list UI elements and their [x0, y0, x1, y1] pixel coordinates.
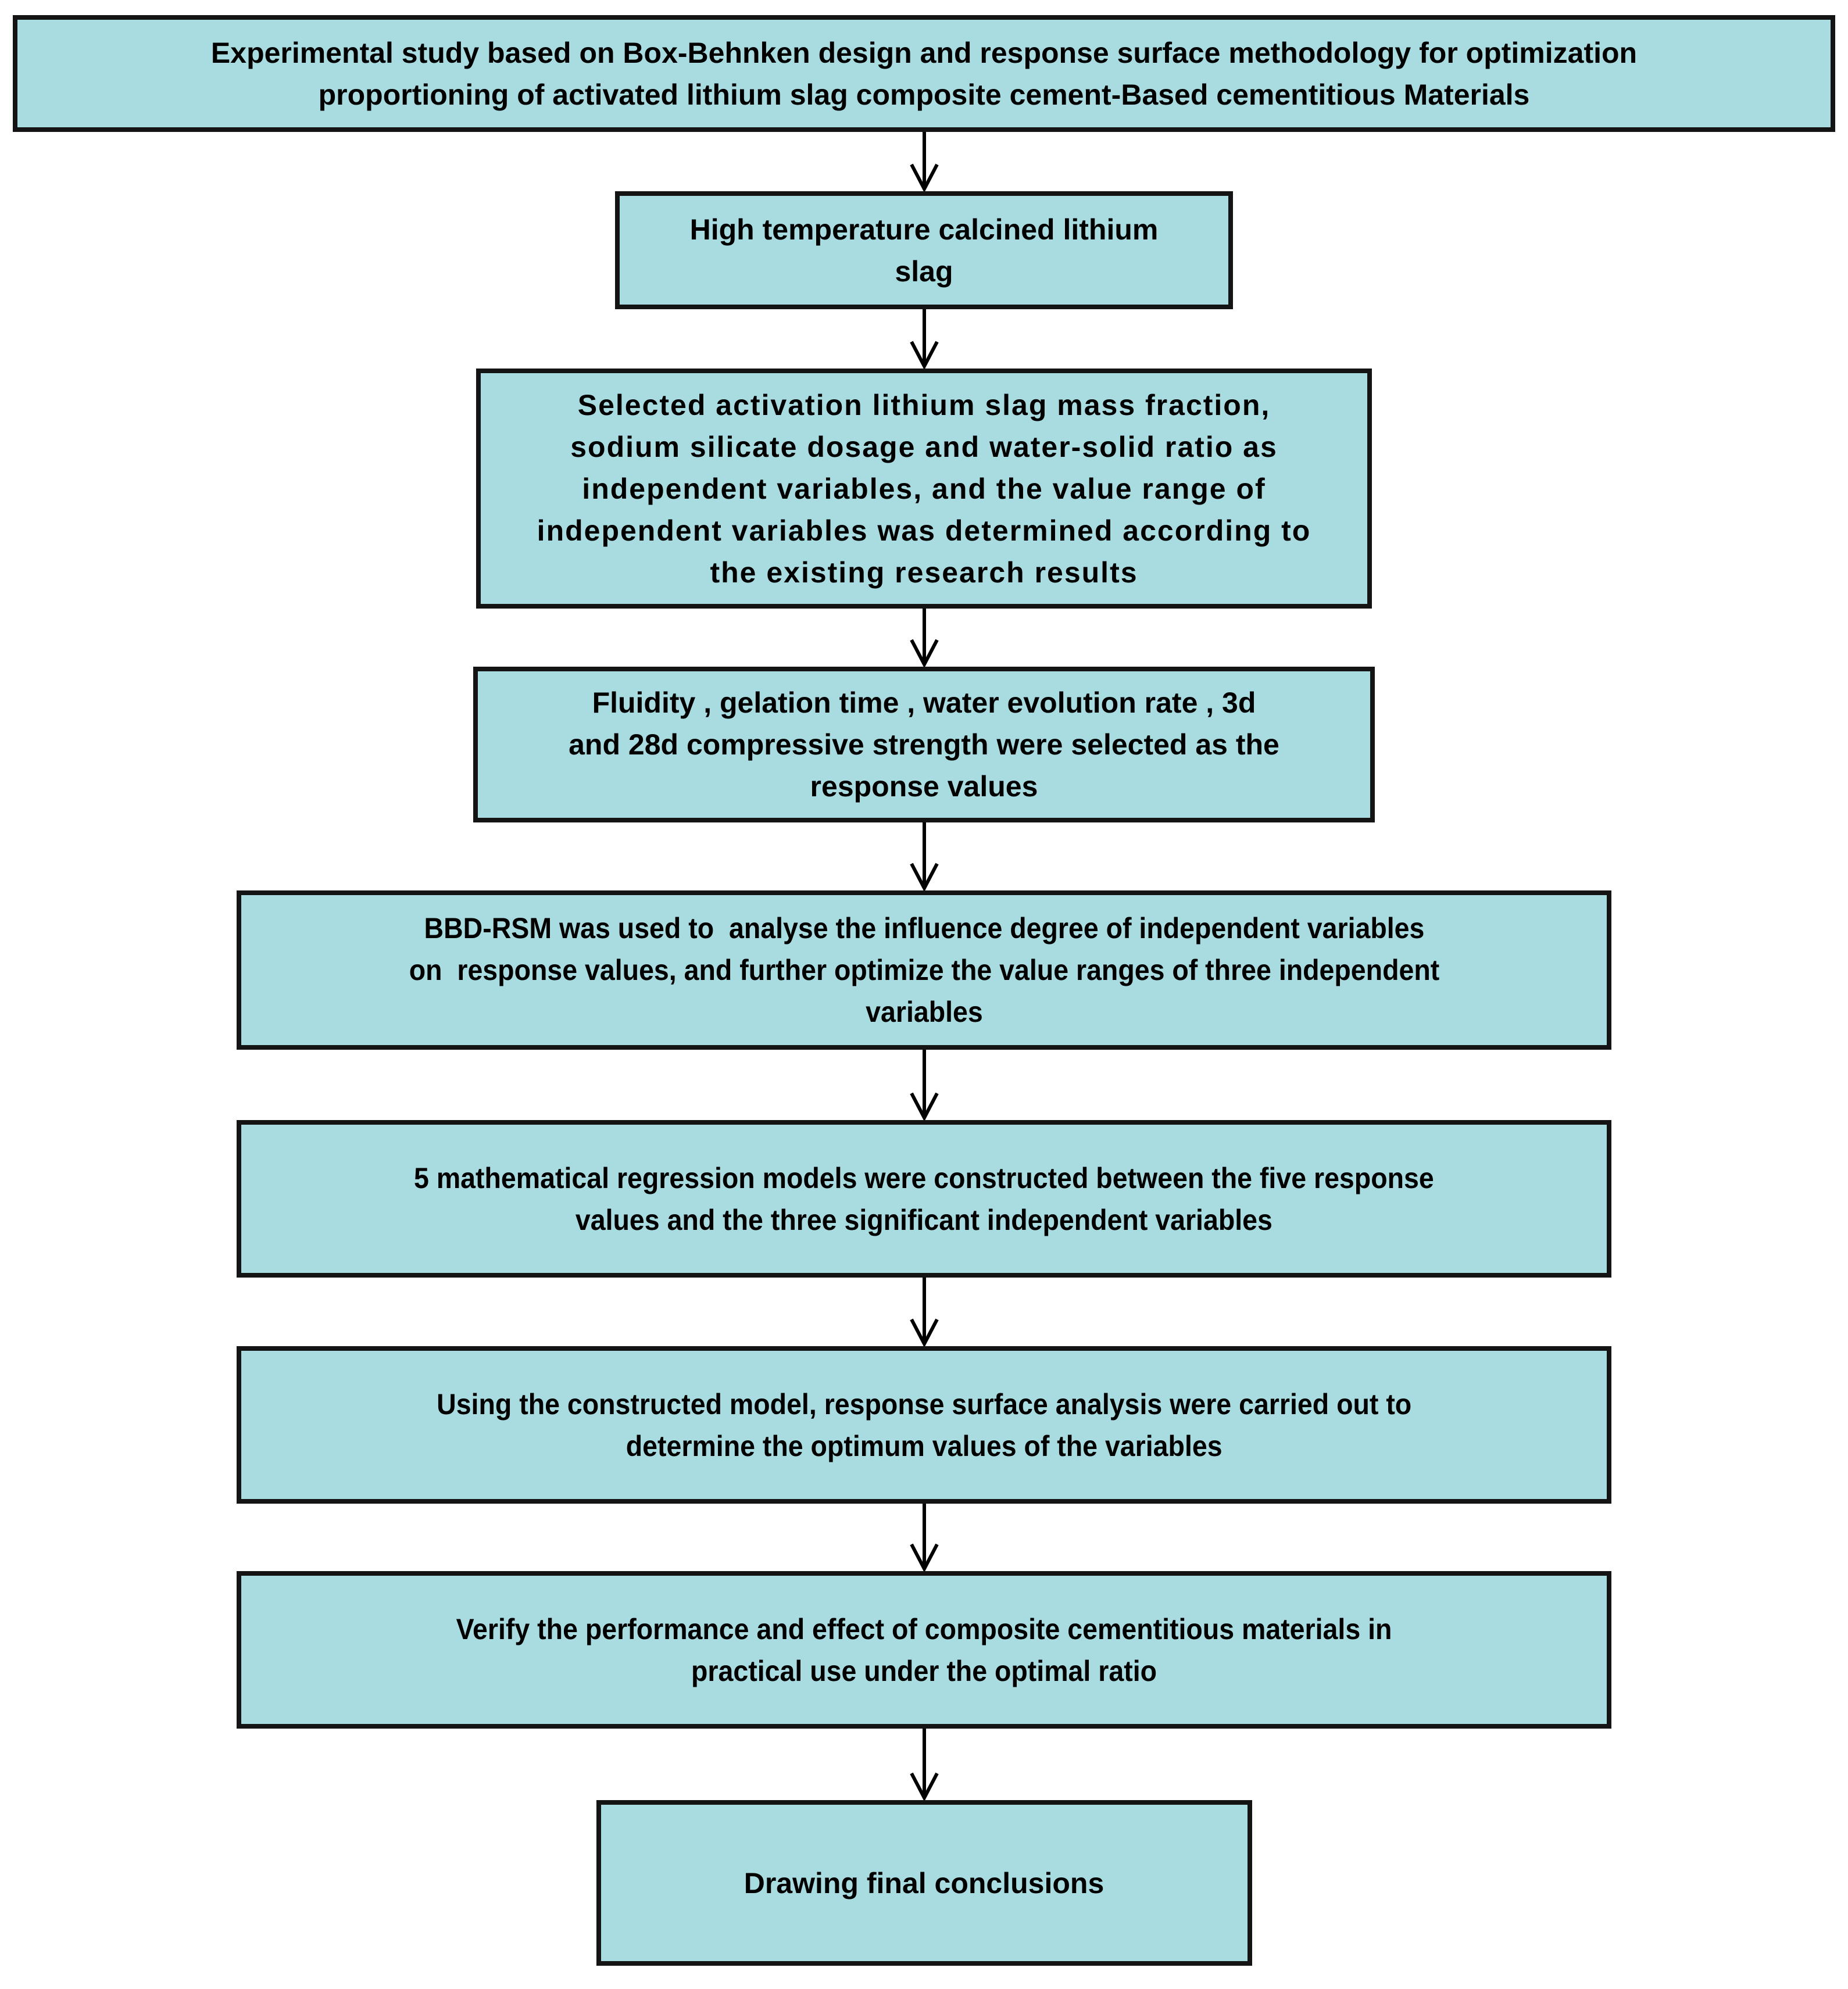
step-box-verification: Verify the performance and effect of com… — [237, 1571, 1611, 1729]
text-line: and 28d compressive strength were select… — [569, 728, 1279, 761]
text-line: response values — [810, 770, 1038, 803]
step-box-response-values: Fluidity , gelation time , water evoluti… — [473, 667, 1375, 822]
step-text: Verify the performance and effect of com… — [456, 1608, 1392, 1692]
text-line: BBD-RSM was used to analyse the influenc… — [424, 912, 1424, 945]
text-line: the existing research results — [710, 556, 1138, 589]
flow-arrow-icon — [909, 822, 939, 890]
text-line: proportioning of activated lithium slag … — [318, 78, 1530, 111]
text-line: on response values, and further optimize… — [409, 954, 1439, 986]
text-line: Selected activation lithium slag mass fr… — [577, 388, 1271, 421]
step-text: High temperature calcined lithium slag — [690, 209, 1159, 292]
flow-arrow-icon — [909, 132, 939, 191]
text-line: Fluidity , gelation time , water evoluti… — [592, 686, 1256, 719]
step-box-bbd-rsm-analysis: BBD-RSM was used to analyse the influenc… — [237, 890, 1611, 1050]
text-line: determine the optimum values of the vari… — [625, 1429, 1223, 1462]
text-line: Drawing final conclusions — [744, 1866, 1104, 1899]
text-line: Verify the performance and effect of com… — [456, 1612, 1392, 1645]
step-text: Selected activation lithium slag mass fr… — [537, 384, 1311, 593]
text-line: Using the constructed model, response su… — [436, 1387, 1412, 1421]
text-line: 5 mathematical regression models were co… — [414, 1161, 1434, 1194]
title-box: Experimental study based on Box-Behnken … — [13, 15, 1835, 132]
flow-arrow-icon — [909, 309, 939, 369]
flow-arrow-icon — [909, 1729, 939, 1800]
title-box-text: Experimental study based on Box-Behnken … — [211, 32, 1637, 116]
text-line: independent variables, and the value ran… — [582, 472, 1266, 505]
flow-arrow-icon — [909, 609, 939, 667]
flow-arrow-icon — [909, 1050, 939, 1120]
flow-arrow-icon — [909, 1278, 939, 1346]
step-text: Drawing final conclusions — [744, 1862, 1104, 1904]
text-line: Experimental study based on Box-Behnken … — [210, 36, 1638, 69]
text-line: High temperature calcined lithium — [689, 213, 1159, 246]
step-box-regression-models: 5 mathematical regression models were co… — [237, 1120, 1611, 1278]
text-line: sodium silicate dosage and water-solid r… — [570, 430, 1278, 463]
text-line: variables — [865, 996, 983, 1028]
step-box-independent-variables: Selected activation lithium slag mass fr… — [476, 369, 1372, 609]
step-box-calcined-slag: High temperature calcined lithium slag — [615, 191, 1233, 309]
text-line: slag — [895, 255, 953, 288]
step-box-response-surface-analysis: Using the constructed model, response su… — [237, 1346, 1611, 1504]
text-line: practical use under the optimal ratio — [691, 1654, 1157, 1687]
step-box-conclusions: Drawing final conclusions — [596, 1800, 1252, 1966]
step-text: BBD-RSM was used to analyse the influenc… — [409, 907, 1439, 1033]
step-text: 5 mathematical regression models were co… — [414, 1157, 1434, 1241]
text-line: values and the three significant indepen… — [575, 1203, 1272, 1236]
step-text: Using the constructed model, response su… — [437, 1383, 1411, 1467]
step-text: Fluidity , gelation time , water evoluti… — [569, 682, 1279, 807]
text-line: independent variables was determined acc… — [537, 514, 1311, 547]
flow-arrow-icon — [909, 1504, 939, 1571]
